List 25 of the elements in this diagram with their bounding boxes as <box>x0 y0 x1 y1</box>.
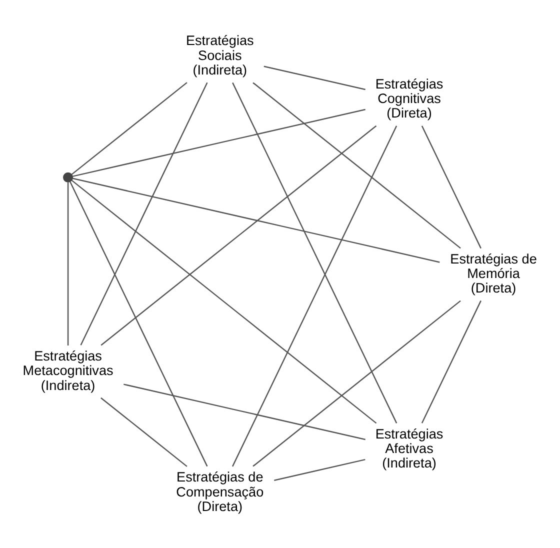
connector <box>100 396 188 466</box>
node-text: Estratégias de Memória (Direta) <box>450 250 537 296</box>
connector <box>264 65 366 90</box>
connector <box>274 458 366 480</box>
connector <box>71 179 377 424</box>
connector <box>421 300 482 423</box>
connector <box>80 82 208 345</box>
node-text: Estratégias de Compensação (Direta) <box>176 469 264 514</box>
node-text: Estratégias Afetivas (Indireta) <box>375 426 444 470</box>
connector <box>70 181 208 466</box>
connector <box>72 108 366 176</box>
connector <box>421 125 482 248</box>
node-text: Estratégias Metacognitivas (Indireta) <box>22 348 114 392</box>
connector <box>72 177 440 262</box>
connector <box>67 182 69 345</box>
connector <box>232 82 398 423</box>
node-text: Estratégias Cognitivas (Direta) <box>375 76 444 120</box>
connector <box>100 124 377 346</box>
connector <box>252 82 461 248</box>
connector <box>71 82 188 174</box>
node-circle <box>63 172 74 182</box>
connector <box>252 300 461 466</box>
connector <box>124 383 366 440</box>
node-text: Estratégias Sociais (Indireta) <box>186 32 254 77</box>
connector <box>232 125 398 466</box>
